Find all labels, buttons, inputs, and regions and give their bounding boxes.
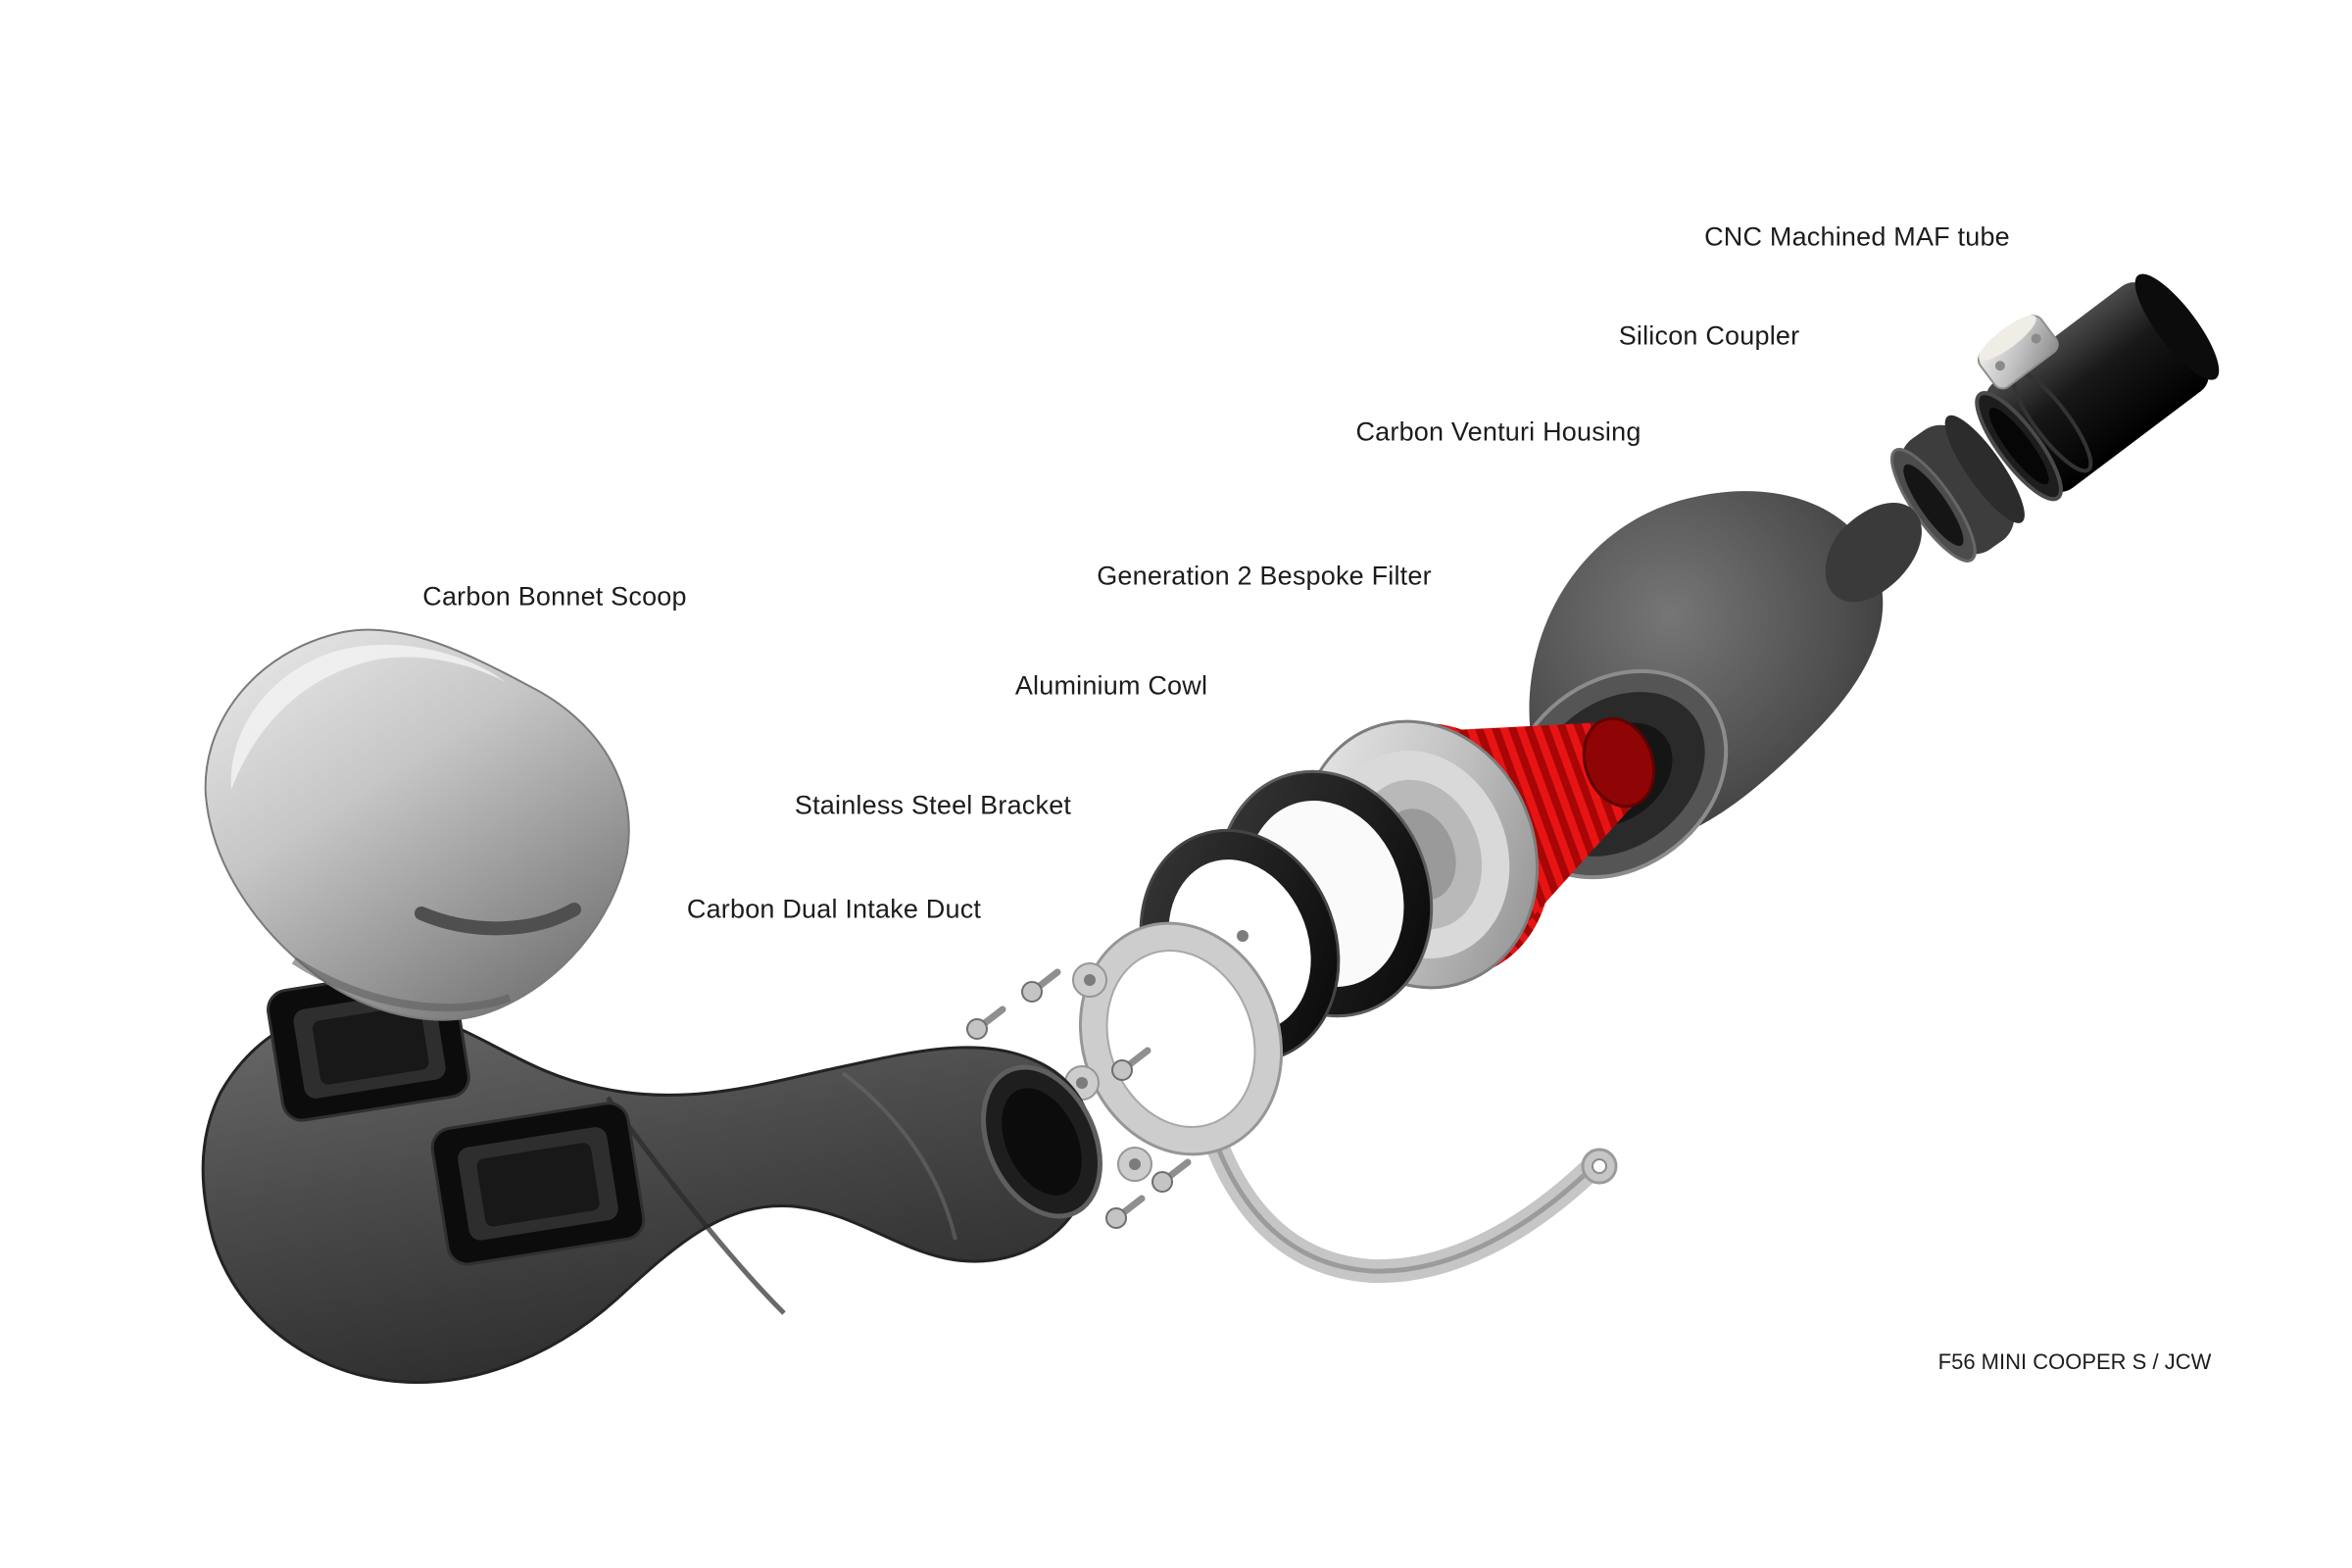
screws	[966, 968, 1192, 1229]
label-silicon-coupler: Silicon Coupler	[1618, 320, 1800, 351]
label-steel-bracket: Stainless Steel Bracket	[794, 790, 1072, 820]
maf-sensor-boss	[1977, 315, 2059, 390]
label-bonnet-scoop: Carbon Bonnet Scoop	[422, 581, 687, 612]
duct-port-rear	[430, 1102, 646, 1266]
label-aluminium-cowl: Aluminium Cowl	[1014, 670, 1208, 701]
maf-tube-shape	[1975, 273, 2220, 502]
label-venturi-housing: Carbon Venturi Housing	[1355, 416, 1642, 447]
silicon-coupler-shape	[1890, 415, 2025, 563]
bonnet-scoop-shape	[204, 628, 630, 1021]
label-intake-duct: Carbon Dual Intake Duct	[686, 894, 982, 924]
intake-duct-shape	[201, 965, 1102, 1384]
label-cnc-maf-tube: CNC Machined MAF tube	[1704, 221, 2010, 252]
label-bespoke-filter: Generation 2 Bespoke Filter	[1097, 561, 1432, 591]
vehicle-caption: F56 MINI COOPER S / JCW	[1937, 1349, 2212, 1374]
bracket-shape	[1064, 921, 1618, 1284]
